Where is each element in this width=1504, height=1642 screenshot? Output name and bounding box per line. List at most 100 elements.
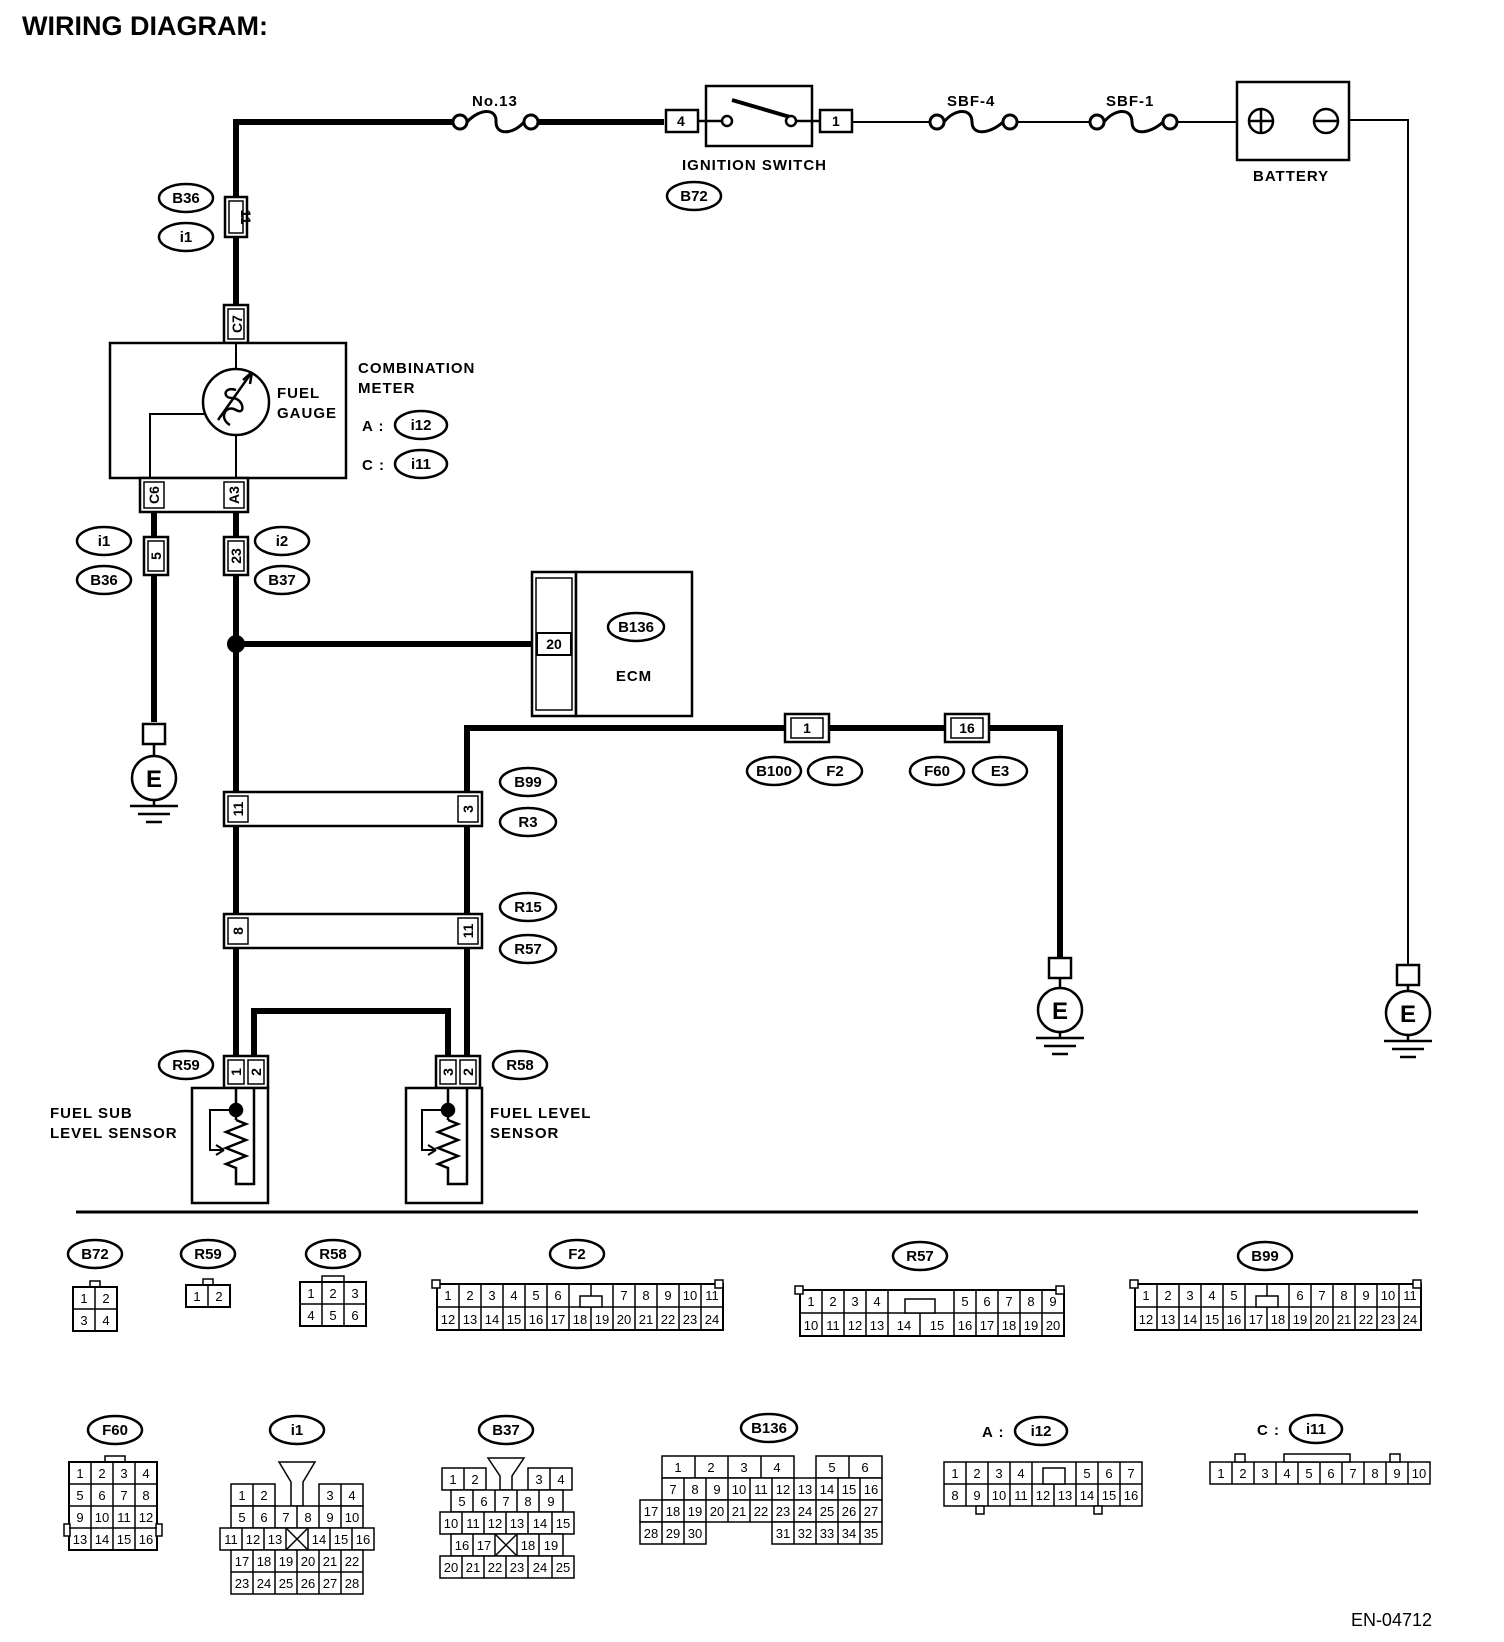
svg-text:14: 14 xyxy=(1080,1488,1094,1503)
svg-text:19: 19 xyxy=(1024,1318,1038,1333)
svg-text:2: 2 xyxy=(1239,1466,1246,1481)
svg-text:17: 17 xyxy=(477,1538,491,1553)
svg-text:6: 6 xyxy=(1327,1466,1334,1481)
svg-text:20: 20 xyxy=(617,1312,631,1327)
power-line xyxy=(233,119,1409,965)
svg-text:24: 24 xyxy=(533,1560,547,1575)
svg-text:2: 2 xyxy=(829,1294,836,1309)
svg-text:16: 16 xyxy=(455,1538,469,1553)
svg-text:35: 35 xyxy=(864,1526,878,1541)
joint-left-pin: 5 xyxy=(148,552,164,560)
svg-text:25: 25 xyxy=(556,1560,570,1575)
svg-text:F2: F2 xyxy=(568,1246,586,1263)
main-sensor-body xyxy=(404,1086,484,1205)
fuse-sbf4-label: SBF-4 xyxy=(947,93,995,110)
svg-text:26: 26 xyxy=(842,1504,856,1519)
svg-text:6: 6 xyxy=(1296,1288,1303,1303)
bar-r15-pin-left: 8 xyxy=(230,927,246,935)
bar-b99-pin-right: 3 xyxy=(460,805,476,813)
svg-text:1: 1 xyxy=(80,1291,87,1306)
ecm-gnd-conn-a1: F2 xyxy=(826,763,844,780)
main-sensor-connector-box xyxy=(434,1054,482,1090)
svg-text:17: 17 xyxy=(551,1312,565,1327)
svg-text:29: 29 xyxy=(666,1526,680,1541)
main-sensor-label-line1: FUEL LEVEL xyxy=(490,1105,591,1122)
svg-text:8: 8 xyxy=(1027,1294,1034,1309)
ignition-switch-label: IGNITION SWITCH xyxy=(682,157,827,174)
svg-text:24: 24 xyxy=(1403,1312,1417,1327)
svg-text:2: 2 xyxy=(102,1291,109,1306)
svg-text:2: 2 xyxy=(329,1286,336,1301)
svg-text:10: 10 xyxy=(732,1482,746,1497)
svg-text:16: 16 xyxy=(864,1482,878,1497)
svg-text:8: 8 xyxy=(642,1288,649,1303)
connector-badge xyxy=(491,1049,549,1081)
joint-b36-i1-pin: 11 xyxy=(238,210,254,225)
svg-text:17: 17 xyxy=(1249,1312,1263,1327)
svg-text:24: 24 xyxy=(257,1576,271,1591)
fuse-no13-label: No.13 xyxy=(472,93,518,110)
svg-text:15: 15 xyxy=(930,1318,944,1333)
sub-sensor-connector: R59 xyxy=(172,1057,200,1074)
ecm-gnd-pin-b: 16 xyxy=(959,720,975,736)
svg-text:22: 22 xyxy=(661,1312,675,1327)
sub-sensor-body xyxy=(190,1086,270,1205)
svg-text:14: 14 xyxy=(897,1318,911,1333)
ecm-pin: 20 xyxy=(546,636,562,652)
sub-sensor-label-line2: LEVEL SENSOR xyxy=(50,1125,178,1142)
svg-text:B99: B99 xyxy=(1251,1248,1279,1265)
ground-symbol xyxy=(1384,963,1432,1059)
svg-text:15: 15 xyxy=(334,1532,348,1547)
meter-label-line2: METER xyxy=(358,380,416,397)
svg-text:3: 3 xyxy=(488,1288,495,1303)
svg-text:2: 2 xyxy=(260,1488,267,1503)
connector-badge xyxy=(498,933,558,965)
battery xyxy=(1235,80,1351,162)
svg-text:3: 3 xyxy=(326,1488,333,1503)
svg-text:2: 2 xyxy=(98,1466,105,1481)
meter-pin-c6: C6 xyxy=(146,486,162,504)
connector-badge xyxy=(665,180,723,212)
svg-text:25: 25 xyxy=(820,1504,834,1519)
bar-r15-conn-1: R57 xyxy=(514,941,542,958)
svg-text:4: 4 xyxy=(873,1294,880,1309)
svg-text:7: 7 xyxy=(1005,1294,1012,1309)
pin-box xyxy=(143,481,165,509)
svg-text:21: 21 xyxy=(466,1560,480,1575)
ecm-label: ECM xyxy=(616,668,652,685)
svg-text:8: 8 xyxy=(951,1488,958,1503)
ground-label: E xyxy=(1400,1001,1416,1028)
svg-text:6: 6 xyxy=(351,1308,358,1323)
svg-text:R59: R59 xyxy=(194,1246,222,1263)
svg-text:16: 16 xyxy=(1124,1488,1138,1503)
svg-text:17: 17 xyxy=(235,1554,249,1569)
svg-text:27: 27 xyxy=(323,1576,337,1591)
svg-text:14: 14 xyxy=(312,1532,326,1547)
svg-text:5: 5 xyxy=(532,1288,539,1303)
pin-box xyxy=(950,717,984,739)
svg-text:18: 18 xyxy=(1002,1318,1016,1333)
ground-symbol xyxy=(130,722,178,824)
svg-text:8: 8 xyxy=(142,1488,149,1503)
pin-box xyxy=(790,717,824,739)
svg-text:A :: A : xyxy=(982,1424,1004,1441)
svg-text:5: 5 xyxy=(1083,1466,1090,1481)
svg-text:23: 23 xyxy=(1381,1312,1395,1327)
svg-text:8: 8 xyxy=(304,1510,311,1525)
svg-text:7: 7 xyxy=(282,1510,289,1525)
meter-conn-c: i11 xyxy=(411,456,431,473)
svg-text:4: 4 xyxy=(102,1313,109,1328)
wire-ecm-ground-a xyxy=(464,725,785,792)
svg-text:14: 14 xyxy=(820,1482,834,1497)
joint-left-conn-0: i1 xyxy=(98,533,111,550)
svg-text:i1: i1 xyxy=(291,1422,304,1439)
svg-text:23: 23 xyxy=(776,1504,790,1519)
svg-text:15: 15 xyxy=(556,1516,570,1531)
meter-conn-a-prefix: A : xyxy=(362,418,384,435)
svg-text:10: 10 xyxy=(345,1510,359,1525)
connector-badge xyxy=(745,755,803,787)
svg-text:10: 10 xyxy=(1412,1466,1426,1481)
svg-text:9: 9 xyxy=(713,1482,720,1497)
svg-text:6: 6 xyxy=(480,1494,487,1509)
